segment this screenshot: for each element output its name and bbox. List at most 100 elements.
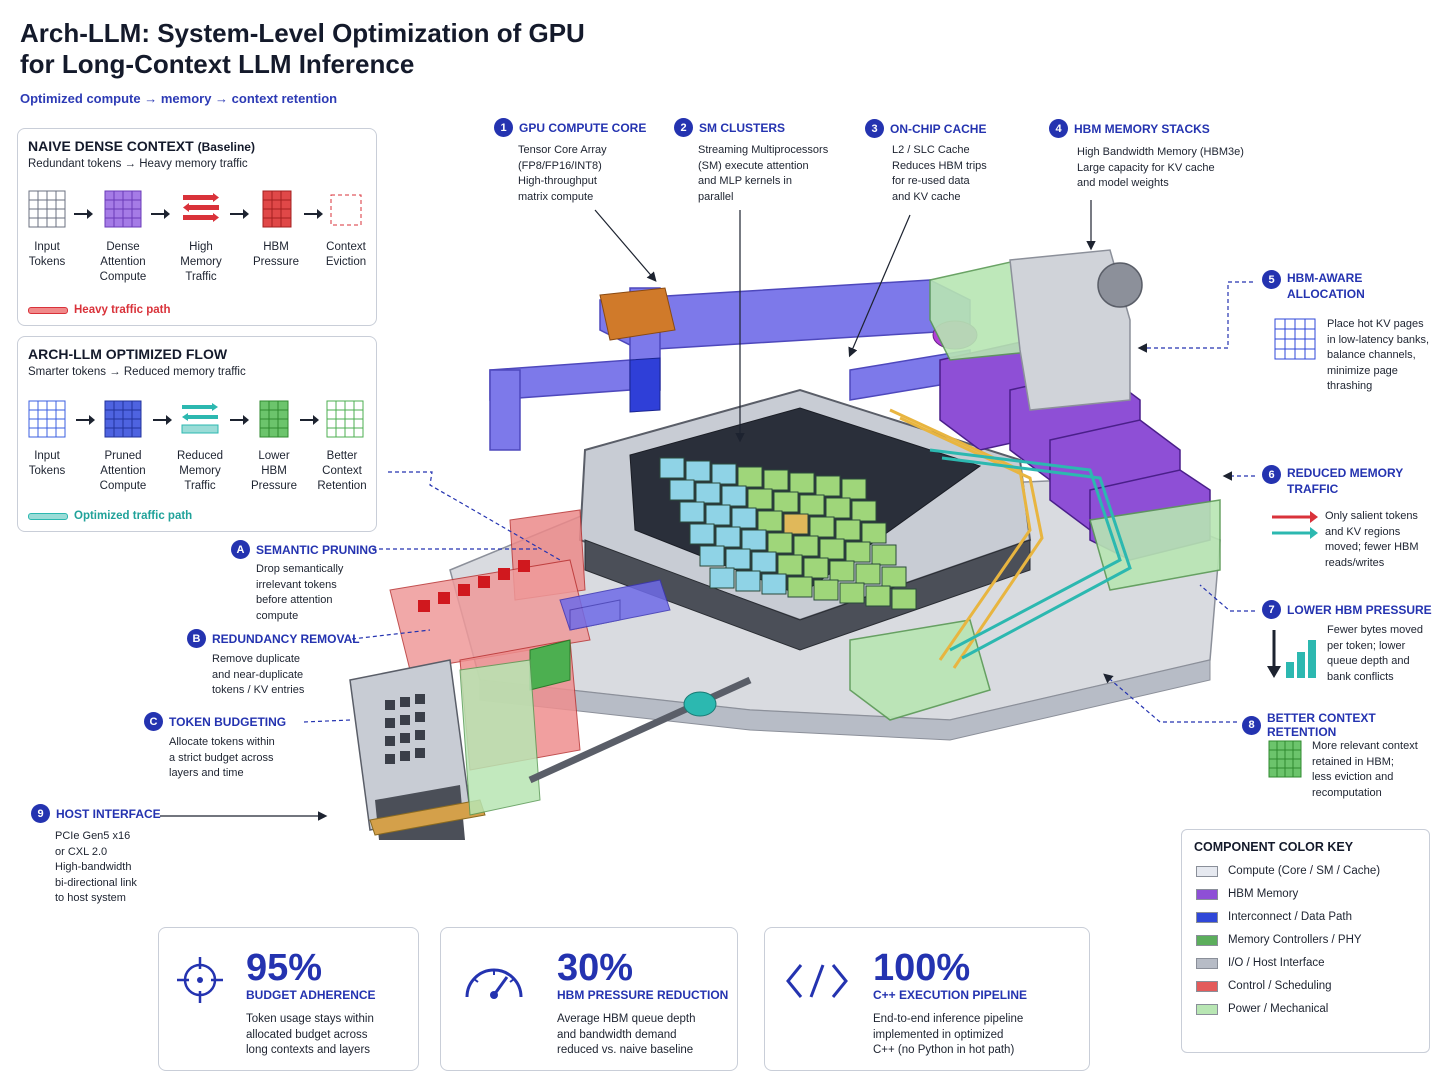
- opt-step-label: Lower HBM Pressure: [250, 450, 298, 492]
- sm-tile: [695, 482, 721, 504]
- better-retention-grid-icon: [326, 400, 364, 438]
- stat-card-cpp: 100% C++ EXECUTION PIPELINE End-to-end i…: [764, 927, 1090, 1071]
- callout-a-body: Drop semantically irrelevant tokens befo…: [256, 563, 344, 622]
- callout-1-body: Tensor Core Array (FP8/FP16/INT8) High-t…: [518, 144, 607, 203]
- sm-tile: [815, 475, 841, 497]
- sm-tile: [689, 523, 715, 545]
- sm-tile: [861, 522, 887, 544]
- opt-arrow-4: [300, 415, 319, 425]
- callout-2-body: Streaming Multiprocessors (SM) execute a…: [698, 144, 829, 203]
- high-traffic-arrows-icon: [183, 193, 219, 222]
- opt-step-label: Reduced Memory Traffic: [176, 450, 224, 492]
- callout-b-badge: B: [187, 629, 206, 648]
- key-swatch: [1196, 911, 1218, 923]
- sm-tile: [793, 535, 819, 557]
- sm-tile: [855, 563, 881, 585]
- key-label: Control / Scheduling: [1228, 980, 1332, 992]
- key-label: Compute (Core / SM / Cache): [1228, 865, 1381, 877]
- callout-4-badge: 4: [1049, 119, 1068, 138]
- key-label: Power / Mechanical: [1228, 1003, 1329, 1015]
- input-tokens-blue-grid-icon: [28, 400, 66, 438]
- opt-step-label: Input Tokens: [28, 450, 66, 477]
- key-row: Control / Scheduling: [1196, 980, 1332, 992]
- page-title-line1: Arch-LLM: System-Level Optimization of G…: [20, 18, 585, 48]
- callout-9-badge: 9: [31, 804, 50, 823]
- callout-8-head: 8 BETTER CONTEXT RETENTION: [1242, 711, 1448, 739]
- callout-7-badge: 7: [1262, 600, 1281, 619]
- sm-tile: [725, 548, 751, 570]
- callout-9-body: PCIe Gen5 x16 or CXL 2.0 High-bandwidth …: [55, 830, 137, 904]
- opt-step-label: Pruned Attention Compute: [99, 450, 147, 492]
- sm-tile: [679, 501, 705, 523]
- key-row: HBM Memory: [1196, 888, 1298, 900]
- key-label: Interconnect / Data Path: [1228, 911, 1353, 923]
- component-color-key: COMPONENT COLOR KEY Compute (Core / SM /…: [1181, 829, 1430, 1053]
- page-title: Arch-LLM: System-Level Optimization of G…: [20, 18, 640, 80]
- naive-legend-text: Heavy traffic path: [74, 304, 171, 316]
- key-label: HBM Memory: [1228, 888, 1299, 900]
- naive-legend: Heavy traffic path: [28, 304, 171, 316]
- page-subtitle: Optimized compute → memory → context ret…: [20, 91, 338, 106]
- sm-tile: [699, 545, 725, 567]
- naive-title-suffix: (Baseline): [197, 140, 255, 154]
- sm-tile: [835, 519, 861, 541]
- callout-2-badge: 2: [674, 118, 693, 137]
- sm-tile: [803, 557, 829, 579]
- callout-8-body: More relevant context retained in HBM; l…: [1312, 740, 1418, 799]
- hbm-pressure-grid-icon: [262, 190, 292, 228]
- sm-tile: [721, 485, 747, 507]
- callout-7-body: Fewer bytes moved per token; lower queue…: [1327, 624, 1423, 683]
- opt-step-label: Better Context Retention: [317, 450, 367, 492]
- naive-title: NAIVE DENSE CONTEXT (Baseline): [28, 138, 255, 154]
- callout-5-head: 5 HBM-AWARE ALLOCATION: [1262, 270, 1365, 302]
- sm-tile: [825, 497, 851, 519]
- callout-6-body: Only salient tokens and KV regions moved…: [1325, 510, 1419, 569]
- sm-tile: [659, 457, 685, 479]
- optimized-legend-text: Optimized traffic path: [74, 510, 193, 522]
- callout-6-title: REDUCED MEMORY TRAFFIC: [1287, 466, 1404, 496]
- sm-tile: [845, 541, 871, 563]
- sm-tile: [741, 529, 767, 551]
- sm-tile: [669, 479, 695, 501]
- sm-tile: [891, 588, 917, 610]
- sm-tile: [841, 478, 867, 500]
- opt-arrow-1: [76, 415, 95, 425]
- sm-tile: [789, 472, 815, 494]
- naive-subtitle: Redundant tokens → Heavy memory traffic: [28, 158, 248, 170]
- callout-b-head: B REDUNDANCY REMOVAL: [187, 629, 360, 648]
- callout-5-body: Place hot KV pages in low-latency banks,…: [1327, 318, 1430, 392]
- sm-tile: [763, 469, 789, 491]
- sm-tile: [799, 494, 825, 516]
- sm-cluster-grid: [659, 457, 917, 610]
- sm-tile: [747, 488, 773, 510]
- opt-arrow-2: [153, 415, 172, 425]
- callout-8-badge: 8: [1242, 715, 1261, 735]
- stat-desc: Token usage stays within allocated budge…: [246, 1013, 374, 1056]
- sm-tile: [685, 460, 711, 482]
- callout-6-head: 6 REDUCED MEMORY TRAFFIC: [1262, 465, 1403, 497]
- stat-label: BUDGET ADHERENCE: [246, 988, 376, 1002]
- callout-1-badge: 1: [494, 118, 513, 137]
- stat-desc: End-to-end inference pipeline implemente…: [873, 1013, 1024, 1056]
- traffic-arrows-icon: [1272, 511, 1318, 539]
- key-swatch: [1196, 957, 1218, 969]
- gpu-board-illustration: [349, 249, 1221, 840]
- target-icon: [177, 957, 223, 1003]
- control-block: [599, 287, 676, 413]
- naive-step-label: Dense Attention Compute: [99, 241, 147, 283]
- callout-c-badge: C: [144, 712, 163, 731]
- optimized-subtitle: Smarter tokens → Reduced memory traffic: [28, 366, 246, 378]
- callout-c-head: C TOKEN BUDGETING: [144, 712, 286, 731]
- pruned-attention-grid-icon: [104, 400, 142, 438]
- callout-1-head: 1 GPU COMPUTE CORE: [494, 118, 646, 137]
- callout-a-badge: A: [231, 540, 250, 559]
- sm-tile: [715, 526, 741, 548]
- optimized-panel: ARCH-LLM OPTIMIZED FLOW Smarter tokens →…: [17, 336, 377, 532]
- naive-step-label: Context Eviction: [325, 241, 367, 268]
- traffic-traces: [889, 408, 1132, 669]
- sm-tile: [809, 516, 835, 538]
- callout-b-title: REDUNDANCY REMOVAL: [212, 631, 360, 646]
- callout-4-body: High Bandwidth Memory (HBM3e) Large capa…: [1077, 146, 1244, 189]
- sm-tile: [711, 463, 737, 485]
- naive-step-label: High Memory Traffic: [180, 241, 222, 283]
